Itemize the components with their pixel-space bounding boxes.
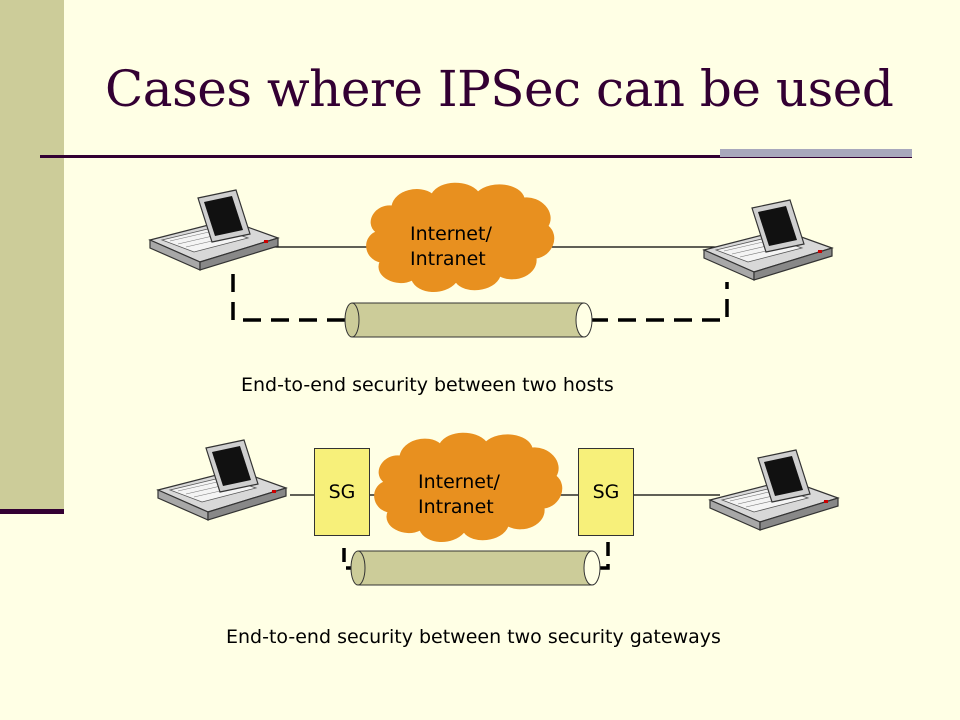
security-path-right-1 [590, 282, 729, 322]
network-label-2-line1: Internet/ [418, 471, 500, 493]
network-label-1-line2: Intranet [410, 248, 486, 270]
laptop-icon-host-right-1 [703, 199, 833, 281]
laptop-icon-host-left-2 [157, 439, 287, 521]
caption-hosts: End-to-end security between two hosts [241, 374, 614, 396]
security-path-right-2 [598, 538, 610, 570]
sidebar-strip [0, 0, 64, 510]
laptop-icon-host-right-2 [709, 449, 839, 531]
network-label-1: Internet/ Intranet [410, 222, 492, 272]
title-rule-accent [720, 149, 912, 157]
sidebar-strip-underline [0, 509, 64, 514]
cloud-icon-1 [366, 182, 555, 292]
network-label-1-line1: Internet/ [410, 223, 492, 245]
security-gateway-left: SG [314, 448, 370, 536]
slide-title: Cases where IPSec can be used [105, 60, 894, 118]
tunnel-pipe-2 [350, 550, 601, 586]
laptop-icon-host-left-1 [149, 189, 279, 271]
security-path-left-1 [231, 274, 352, 322]
security-gateway-right: SG [578, 448, 634, 536]
network-label-2: Internet/ Intranet [418, 470, 500, 520]
cloud-icon-2 [374, 432, 563, 542]
tunnel-pipe-1 [344, 302, 593, 338]
title-rule [40, 155, 912, 158]
network-label-2-line2: Intranet [418, 496, 494, 518]
caption-gateways: End-to-end security between two security… [226, 626, 721, 648]
